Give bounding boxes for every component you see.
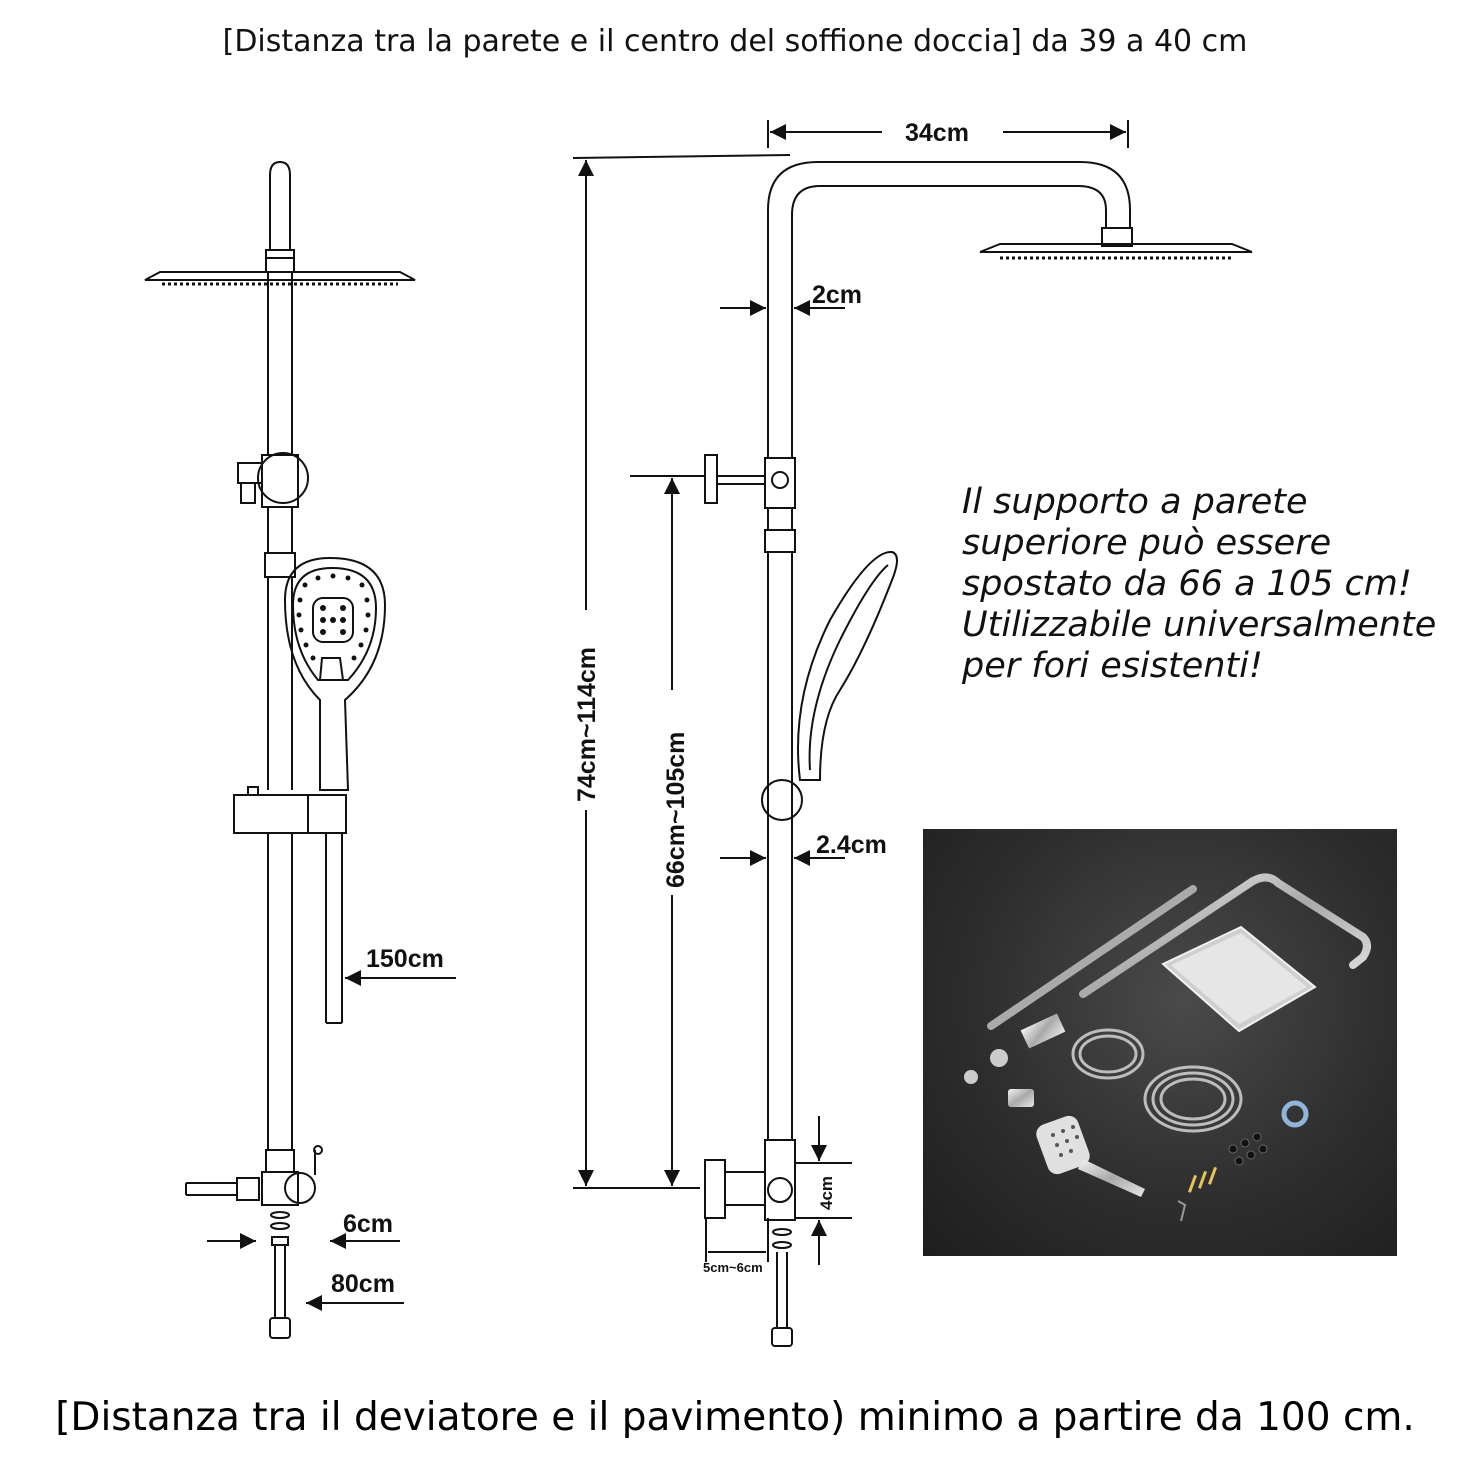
note-line: Utilizzabile universalmente [962,605,1437,645]
top-caption: [Distanza tra la parete e il centro del … [222,24,1248,59]
side-arm-outer [767,161,1131,458]
note-line: spostato da 66 a 105 cm! [962,564,1412,604]
photo-hoses [1071,1028,1243,1133]
bottom-caption: [Distanza tra il deviatore e il paviment… [55,1395,1415,1440]
side-arm-inner [791,185,1107,458]
front-rain-head [144,271,416,281]
front-arm-tube [269,160,291,250]
diverter-height-label: 4cm [817,1176,836,1210]
bracket-range-label: 66cm~105cm [662,732,690,888]
connector-width-label: 6cm [343,1210,393,1238]
front-head-connector [265,249,295,259]
arm-length-label: 34cm [905,119,969,147]
front-hand-shower [283,556,387,791]
photo-hand-shower [1036,1115,1145,1197]
side-upper-bracket [764,457,796,509]
total-height-label: 74cm~114cm [573,647,601,802]
side-diverter [764,1139,796,1221]
front-collar [264,552,296,578]
front-view [144,160,416,1339]
photo-seal-ring [1281,1100,1309,1128]
front-diverter [261,1171,299,1206]
pipe-diameter-top-label: 2cm [812,281,862,309]
product-kit-photo [923,829,1397,1256]
adjustability-note: Il supporto a parete superiore può esser… [962,482,1462,687]
photo-riser-rod [987,885,1197,1030]
side-rain-head [979,243,1253,253]
front-dimension-lines [207,970,456,1311]
note-line: Il supporto a parete [962,482,1308,522]
front-slide-holder [233,794,347,834]
photo-gooseneck [1079,873,1371,998]
side-head-nut [1101,227,1133,247]
front-head-nut [265,257,295,273]
bottom-hose-label: 80cm [331,1270,395,1298]
wall-offset-label: 5cm~6cm [703,1260,763,1275]
note-line: per fori esistenti! [962,646,1263,686]
side-view [704,161,1253,1347]
note-line: superiore può essere [962,523,1332,563]
hose-length-label: 150cm [366,945,444,973]
side-slide-knob [761,779,803,821]
side-hand-shower [797,550,898,781]
side-dimension-lines [572,120,1129,1265]
front-upper-bracket [261,454,299,508]
pipe-diameter-bottom-label: 2.4cm [816,831,887,859]
